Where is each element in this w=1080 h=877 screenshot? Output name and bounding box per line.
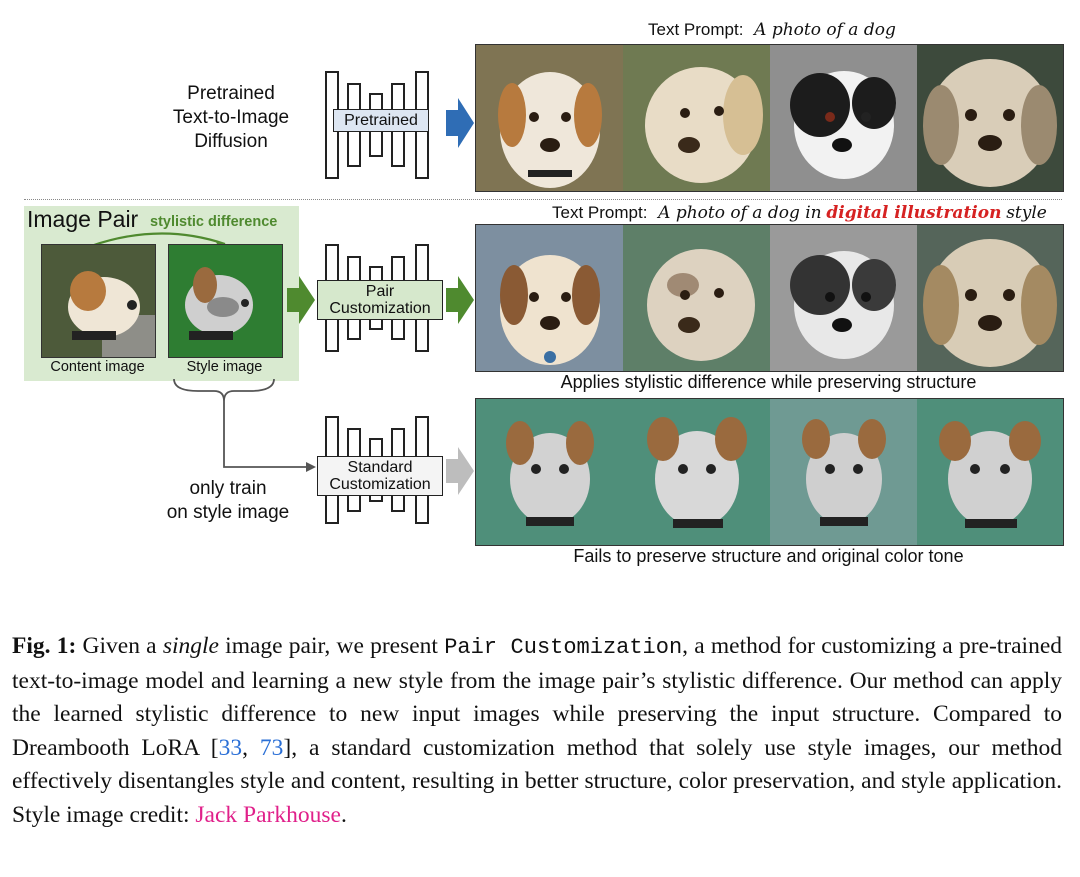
stylistic-difference-label: stylistic difference: [150, 214, 278, 230]
standard-dog-1: [476, 399, 623, 545]
caption-end: .: [340, 801, 347, 828]
illustration-dog-3: [770, 225, 917, 371]
train-note-line-1: only train: [189, 478, 267, 499]
content-image-caption: Content image: [50, 359, 145, 375]
caption-text-4: ], a standard customization method that …: [12, 734, 1063, 828]
pair-customization-box: Pair Customization: [317, 280, 443, 320]
pair-box-line-2: Customization: [329, 300, 431, 317]
top-prompt-text: A photo of a dog: [754, 20, 896, 40]
style-image-brace-icon: [173, 378, 316, 472]
standard-dog-4: [917, 399, 1063, 545]
middle-prompt-pre: A photo of a dog in: [658, 203, 822, 223]
standard-dog-2: [623, 399, 770, 545]
caption-emphasis: single: [162, 633, 219, 659]
dog-photo-4: [917, 45, 1063, 191]
section-divider: [24, 199, 1062, 200]
standard-results-strip: [475, 398, 1064, 546]
citation-link-33[interactable]: 33: [218, 734, 243, 761]
standard-box-line-2: Customization: [329, 476, 431, 493]
pretrained-model-box: Pretrained: [333, 109, 429, 132]
citation-separator: ,: [242, 734, 260, 761]
middle-prompt-label: Text Prompt:: [552, 203, 648, 222]
style-image: [168, 244, 283, 358]
pretrained-method-label: Pretrained Text-to-Image Diffusion: [150, 82, 312, 154]
top-prompt: Text Prompt: A photo of a dog: [648, 20, 896, 40]
arrow-pretrained-icon: [446, 98, 474, 148]
illustration-dog-4: [917, 225, 1063, 371]
caption-text-3: , a method for customizing a pre-trained…: [12, 633, 1063, 761]
image-pair-title: Image Pair: [27, 206, 139, 232]
citation-link-73[interactable]: 73: [259, 734, 284, 761]
style-credit-link[interactable]: Jack Parkhouse: [195, 801, 341, 828]
middle-prompt: Text Prompt: A photo of a dog in digital…: [552, 203, 1047, 223]
dog-photo-1: [476, 45, 623, 191]
train-note: only train on style image: [150, 477, 306, 525]
method-label-line-1: Pretrained: [187, 83, 275, 104]
figure-label: Fig. 1:: [12, 633, 77, 659]
dog-photo-2: [623, 45, 770, 191]
standard-result-caption: Fails to preserve structure and original…: [573, 546, 964, 566]
method-name: Pair Customization: [444, 635, 683, 660]
method-label-line-2: Text-to-Image: [172, 107, 290, 128]
arrow-standard-icon: [446, 447, 474, 495]
pair-box-line-1: Pair: [365, 283, 395, 300]
pretrained-results-strip: [475, 44, 1064, 192]
caption-text-1: Given a: [82, 633, 157, 659]
pair-result-caption: Applies stylistic difference while prese…: [560, 372, 977, 392]
illustration-dog-1: [476, 225, 623, 371]
caption-text-2: image pair, we present: [225, 633, 438, 659]
style-image-caption: Style image: [186, 359, 263, 375]
dog-photo-3: [770, 45, 917, 191]
standard-box-line-1: Standard: [347, 459, 413, 476]
arrow-pair-out-icon: [446, 276, 474, 324]
content-image: [41, 244, 156, 358]
middle-prompt-post: style: [1006, 203, 1047, 223]
standard-dog-3: [770, 399, 917, 545]
arrow-pair-in-icon: [287, 276, 315, 324]
illustration-dog-2: [623, 225, 770, 371]
train-note-line-2: on style image: [166, 502, 290, 523]
top-prompt-label: Text Prompt:: [648, 20, 744, 39]
method-label-line-3: Diffusion: [194, 131, 268, 152]
figure-caption: Fig. 1: Given a single image pair, we pr…: [12, 630, 1062, 832]
pair-results-strip: [475, 224, 1064, 372]
middle-prompt-highlight: digital illustration: [826, 203, 1002, 223]
standard-customization-box: Standard Customization: [317, 456, 443, 496]
